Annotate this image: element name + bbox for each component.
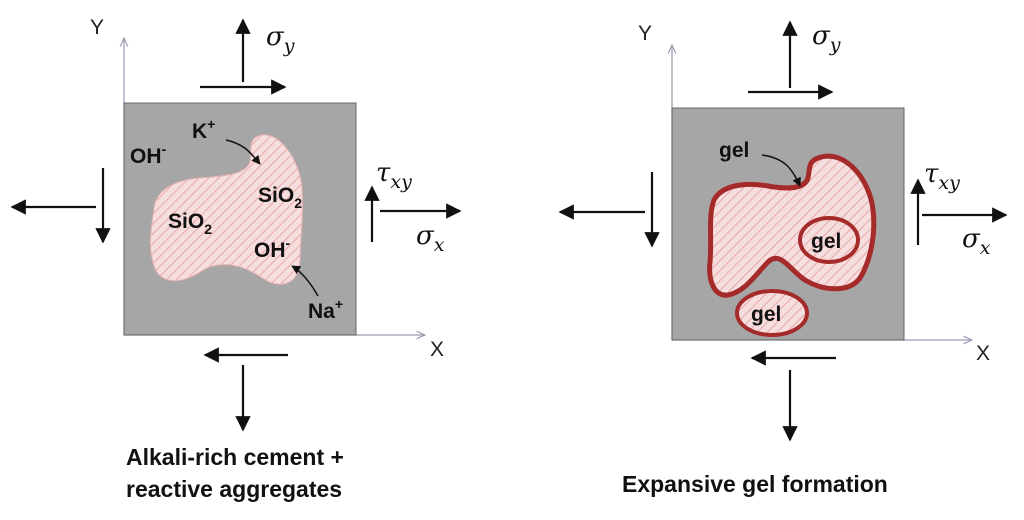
right-tau-xy-label: τxy bbox=[924, 159, 960, 194]
left-caption-line-1: Alkali-rich cement + bbox=[126, 444, 344, 470]
left-x-axis-label: X bbox=[430, 338, 444, 361]
silica-label-left: SiO2 bbox=[168, 210, 212, 237]
right-y-axis-label: Y bbox=[638, 22, 652, 45]
left-panel: Y X OH- K+ SiO2 SiO2 OH- Na+ σy τxy σx A… bbox=[10, 16, 462, 502]
left-caption-line-2: reactive aggregates bbox=[126, 476, 342, 502]
gel-pointer-label: gel bbox=[719, 139, 749, 162]
oh-label-outer: OH- bbox=[130, 141, 167, 168]
potassium-ion-label: K+ bbox=[192, 116, 215, 143]
right-sigma-y-label: σy bbox=[812, 21, 841, 56]
sodium-ion-label: Na+ bbox=[308, 296, 343, 323]
left-tau-xy-label: τxy bbox=[376, 158, 412, 193]
left-y-axis-label: Y bbox=[90, 16, 104, 39]
left-sigma-y-label: σy bbox=[266, 22, 295, 57]
gel-label-bottom: gel bbox=[751, 303, 781, 326]
silica-label-right: SiO2 bbox=[258, 184, 302, 211]
gel-pointer-arrow bbox=[761, 154, 801, 187]
reactive-aggregate bbox=[149, 134, 304, 285]
right-sigma-x-label: σx bbox=[962, 224, 991, 259]
oh-label-inner: OH- bbox=[254, 235, 291, 262]
na-pointer-arrow bbox=[291, 265, 319, 297]
right-caption: Expansive gel formation bbox=[622, 471, 888, 497]
right-x-axis-label: X bbox=[976, 342, 990, 365]
gel-pocket-bottom bbox=[735, 289, 809, 337]
gel-pocket-inner bbox=[798, 216, 860, 264]
right-panel: Y X gel gel gel σy τxy σx Expansive gel … bbox=[558, 20, 1008, 497]
k-pointer-arrow bbox=[225, 139, 261, 165]
gel-label-inner: gel bbox=[811, 230, 841, 253]
left-sigma-x-label: σx bbox=[416, 221, 445, 256]
